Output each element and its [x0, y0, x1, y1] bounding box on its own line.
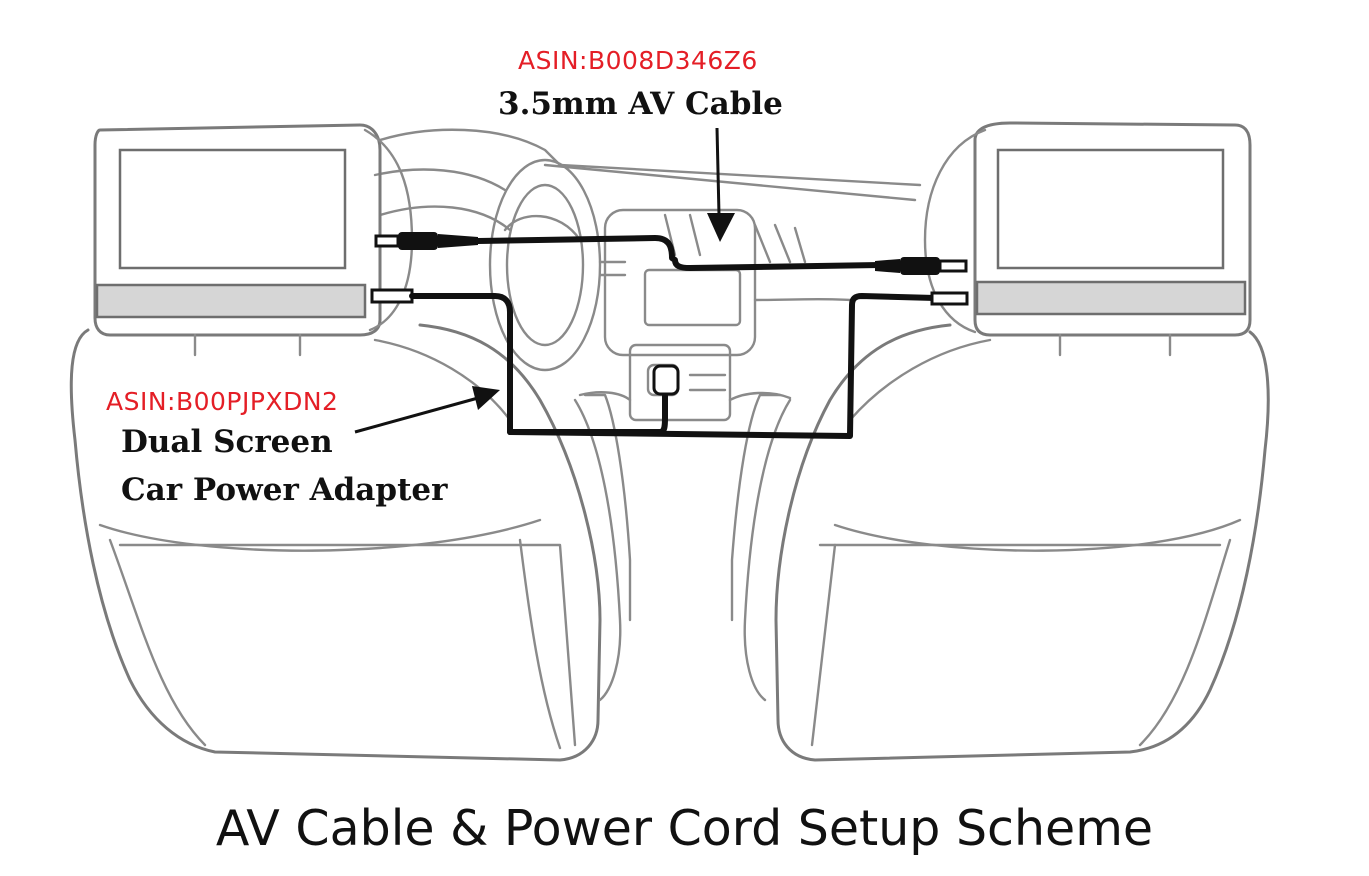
power-adapter-asin: ASIN:B00PJPXDN2: [106, 387, 339, 416]
right-screen: [996, 148, 1225, 270]
av-plug-left-tip: [374, 234, 400, 248]
left-seat: [69, 323, 632, 762]
left-headrest: [93, 123, 414, 357]
left-screen: [118, 148, 347, 270]
power-plug-right: [930, 291, 969, 306]
center-console: [603, 208, 757, 357]
av-cable-arrow: [707, 127, 735, 242]
left-screen-band: [95, 283, 367, 319]
av-plug-right-tip: [938, 259, 968, 273]
power-adapter-arrow: [354, 386, 500, 434]
av-cable-asin: ASIN:B008D346Z6: [518, 46, 758, 75]
av-plug-left: [398, 232, 438, 250]
av-plug-right: [900, 257, 940, 275]
console-display: [643, 268, 742, 327]
power-plug-left: [370, 288, 414, 304]
diagram-caption: AV Cable & Power Cord Setup Scheme: [215, 800, 1154, 857]
gear-console: [628, 343, 732, 422]
right-seat: [730, 323, 1270, 762]
right-screen-band: [975, 280, 1247, 316]
right-headrest: [923, 121, 1252, 357]
power-cord: [370, 288, 969, 439]
dashboard-outline: [373, 128, 922, 422]
av-cable-label: 3.5mm AV Cable: [498, 86, 783, 122]
power-adapter-label-line2: Car Power Adapter: [121, 472, 448, 508]
power-adapter-plug: [652, 364, 680, 396]
steering-wheel: [488, 158, 602, 372]
power-adapter-label-line1: Dual Screen: [121, 424, 333, 460]
av-cable: [374, 232, 968, 275]
